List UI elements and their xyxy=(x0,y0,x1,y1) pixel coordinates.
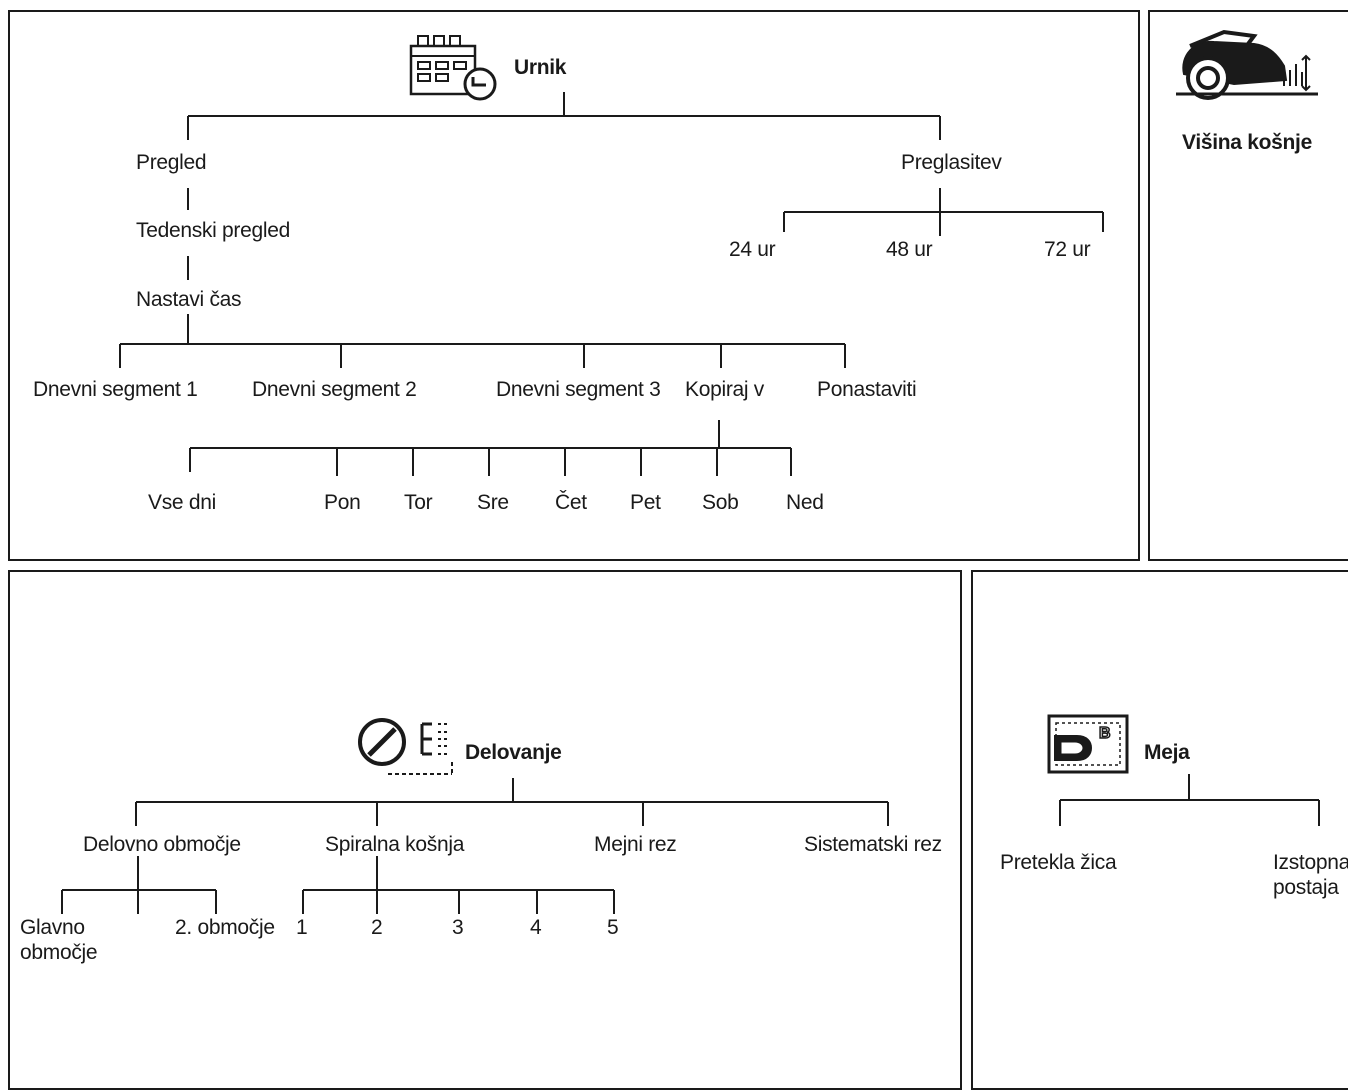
boundary-wire-icon: B xyxy=(1047,714,1129,779)
calendar-clock-icon xyxy=(408,32,504,107)
systematic-cut-label: Sistematski rez xyxy=(804,833,942,856)
day-sun-label: Ned xyxy=(786,491,824,514)
reset-label: Ponastaviti xyxy=(817,378,917,401)
spiral-cutting-label: Spiralna košnja xyxy=(325,833,465,856)
spiral-level-3: 3 xyxy=(452,916,464,939)
cutting-height-panel: Višina košnje xyxy=(1148,10,1348,561)
day-thu-label: Čet xyxy=(555,491,587,514)
schedule-panel: Urnik Pregled Tedenski pregled Nastavi č… xyxy=(8,10,1140,561)
boundary-title: Meja xyxy=(1144,741,1190,764)
overview-label: Pregled xyxy=(136,151,207,174)
second-area-label: 2. območje xyxy=(175,916,275,939)
override-24-label: 24 ur xyxy=(729,238,776,261)
spiral-level-1: 1 xyxy=(296,916,308,939)
weekly-overview-label: Tedenski pregled xyxy=(136,219,290,242)
boundary-panel: B Meja Pretekla žica Izstopna postaja xyxy=(971,570,1348,1090)
spiral-level-2: 2 xyxy=(371,916,383,939)
edge-cut-label: Mejni rez xyxy=(594,833,677,856)
operation-icon xyxy=(356,710,458,785)
day-wed-label: Sre xyxy=(477,491,509,514)
override-72-label: 72 ur xyxy=(1044,238,1091,261)
svg-text:B: B xyxy=(1099,725,1111,742)
day-all-label: Vse dni xyxy=(148,491,216,514)
day-mon-label: Pon xyxy=(324,491,361,514)
override-48-label: 48 ur xyxy=(886,238,933,261)
schedule-tree-lines xyxy=(119,92,1104,476)
main-area-label: Glavno območje xyxy=(20,916,98,964)
boundary-tree-lines xyxy=(1059,774,1320,826)
set-time-label: Nastavi čas xyxy=(136,288,242,311)
day-fri-label: Pet xyxy=(630,491,661,514)
exit-station-label: Izstopna postaja xyxy=(1273,851,1348,899)
operation-tree-lines xyxy=(61,778,889,914)
spiral-level-4: 4 xyxy=(530,916,542,939)
override-label: Preglasitev xyxy=(901,151,1002,174)
copy-to-label: Kopiraj v xyxy=(685,378,765,401)
boundary-wire-label: Pretekla žica xyxy=(1000,851,1117,874)
day-sat-label: Sob xyxy=(702,491,739,514)
schedule-title: Urnik xyxy=(514,56,567,79)
work-area-label: Delovno območje xyxy=(83,833,241,856)
operation-panel: Delovanje Delovno območje Spiralna košnj… xyxy=(8,570,962,1090)
segment-3-label: Dnevni segment 3 xyxy=(496,378,661,401)
cutting-height-title: Višina košnje xyxy=(1182,131,1312,154)
spiral-level-5: 5 xyxy=(607,916,619,939)
day-tue-label: Tor xyxy=(404,491,433,514)
mower-height-icon xyxy=(1174,26,1320,107)
segment-2-label: Dnevni segment 2 xyxy=(252,378,417,401)
segment-1-label: Dnevni segment 1 xyxy=(33,378,198,401)
operation-title: Delovanje xyxy=(465,741,562,764)
